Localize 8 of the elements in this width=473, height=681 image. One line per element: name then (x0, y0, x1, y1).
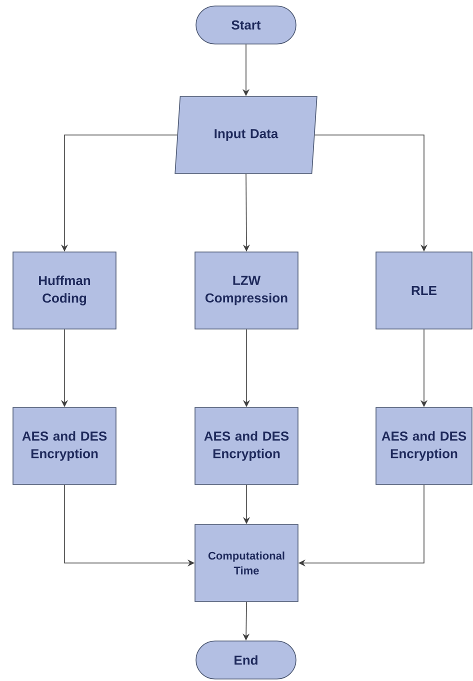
process-box: AES and DES Encryption (194, 407, 298, 485)
process-box: Computational Time (194, 524, 298, 602)
process-box: Huffman Coding (12, 252, 116, 330)
process-box: LZW Compression (194, 252, 298, 330)
process-box: AES and DES Encryption (376, 407, 472, 485)
process-box: RLE (376, 252, 472, 330)
input-parallelogram: Input Data (174, 96, 318, 174)
process-box: AES and DES Encryption (12, 407, 116, 485)
